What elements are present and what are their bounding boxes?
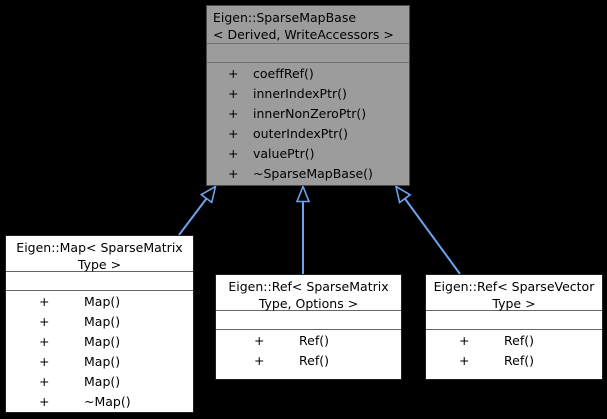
method-signature: innerNonZeroPtr() xyxy=(253,106,367,121)
visibility-public: + xyxy=(459,353,470,368)
class-title-map: Eigen::Map< SparseMatrix Type > xyxy=(6,236,193,272)
method-row: + ~Map() xyxy=(6,392,193,412)
visibility-public: + xyxy=(39,354,50,369)
method-signature: Map() xyxy=(84,354,121,369)
method-signature: ~Map() xyxy=(84,394,131,409)
visibility-public: + xyxy=(228,86,239,101)
class-box-ref-sparsematrix[interactable]: Eigen::Ref< SparseMatrix Type, Options >… xyxy=(215,274,402,380)
methods-compartment: + Ref() + Ref() xyxy=(426,330,602,371)
visibility-public: + xyxy=(39,314,50,329)
class-box-ref-sparsevector[interactable]: Eigen::Ref< SparseVector Type > +Ref() +… xyxy=(425,274,603,380)
method-row: + Map() xyxy=(6,352,193,372)
method-row: + Ref() xyxy=(216,351,401,371)
class-title-ref-vector: Eigen::Ref< SparseVector Type > xyxy=(426,275,602,311)
method-row: + Map() xyxy=(6,312,193,332)
method-signature: Ref() xyxy=(504,333,534,348)
class-box-sparsemapbase[interactable]: Eigen::SparseMapBase < Derived, WriteAcc… xyxy=(206,5,410,186)
method-row: + Ref() xyxy=(216,331,401,351)
method-row: + outerIndexPtr() xyxy=(207,124,409,144)
method-row: + innerNonZeroPtr() xyxy=(207,104,409,124)
visibility-public: + xyxy=(228,106,239,121)
method-signature: Map() xyxy=(84,374,121,389)
visibility-public: + xyxy=(459,333,470,348)
method-signature: valuePtr() xyxy=(253,146,315,161)
method-signature: Ref() xyxy=(504,353,534,368)
class-title-line1: Eigen::Map< SparseMatrix xyxy=(16,240,183,255)
visibility-public: + xyxy=(254,333,265,348)
inheritance-arrow-refvector-to-base xyxy=(394,184,461,275)
class-title-line1: Eigen::Ref< SparseMatrix xyxy=(228,279,389,294)
method-signature: Ref() xyxy=(299,353,329,368)
method-signature: Map() xyxy=(84,334,121,349)
method-row: + Ref() xyxy=(426,351,602,371)
class-title-line1: Eigen::SparseMapBase xyxy=(213,10,357,25)
method-row: + Map() xyxy=(6,292,193,312)
method-signature: ~SparseMapBase() xyxy=(253,166,373,181)
methods-compartment: + Map() + Map() + Map() + Map() + Map() + ~Map… xyxy=(6,291,193,412)
method-signature: Ref() xyxy=(299,333,329,348)
attributes-compartment xyxy=(6,272,193,291)
attributes-compartment xyxy=(426,311,602,330)
class-title-line1: Eigen::Ref< SparseVector xyxy=(433,279,595,294)
class-title-line2: Type > xyxy=(492,296,536,311)
class-title-line2: < Derived, WriteAccessors > xyxy=(213,27,394,42)
method-row: + ~SparseMapBase() xyxy=(207,164,409,184)
visibility-public: + xyxy=(228,146,239,161)
methods-compartment: + Ref() + Ref() xyxy=(216,330,401,371)
method-row: + innerIndexPtr() xyxy=(207,84,409,104)
visibility-public: + xyxy=(254,353,265,368)
method-row: + coeffRef() xyxy=(207,64,409,84)
visibility-public: + xyxy=(228,166,239,181)
class-title-ref-matrix: Eigen::Ref< SparseMatrix Type, Options > xyxy=(216,275,401,311)
method-row: + Ref() xyxy=(426,331,602,351)
class-title-sparsemapbase: Eigen::SparseMapBase < Derived, WriteAcc… xyxy=(207,6,409,44)
method-signature: innerIndexPtr() xyxy=(253,86,347,101)
visibility-public: + xyxy=(39,374,50,389)
attributes-compartment xyxy=(207,44,409,63)
method-row: + Map() xyxy=(6,332,193,352)
visibility-public: + xyxy=(39,294,50,309)
methods-compartment: + coeffRef() + innerIndexPtr() + innerNonZe… xyxy=(207,63,409,184)
method-row: + Map() xyxy=(6,372,193,392)
method-signature: Map() xyxy=(84,294,121,309)
visibility-public: + xyxy=(39,394,50,409)
class-title-line2: Type, Options > xyxy=(258,296,359,311)
method-signature: coeffRef() xyxy=(253,66,314,81)
method-signature: outerIndexPtr() xyxy=(253,126,349,141)
visibility-public: + xyxy=(228,126,239,141)
inheritance-arrow-refmatrix-to-base xyxy=(295,184,311,274)
visibility-public: + xyxy=(39,334,50,349)
method-signature: Map() xyxy=(84,314,121,329)
class-title-line2: Type > xyxy=(77,257,122,272)
inheritance-arrow-map-to-base xyxy=(178,184,217,236)
attributes-compartment xyxy=(216,311,401,330)
method-row: + valuePtr() xyxy=(207,144,409,164)
visibility-public: + xyxy=(228,66,239,81)
class-box-map-sparsematrix[interactable]: Eigen::Map< SparseMatrix Type > +Map() +… xyxy=(5,235,194,413)
